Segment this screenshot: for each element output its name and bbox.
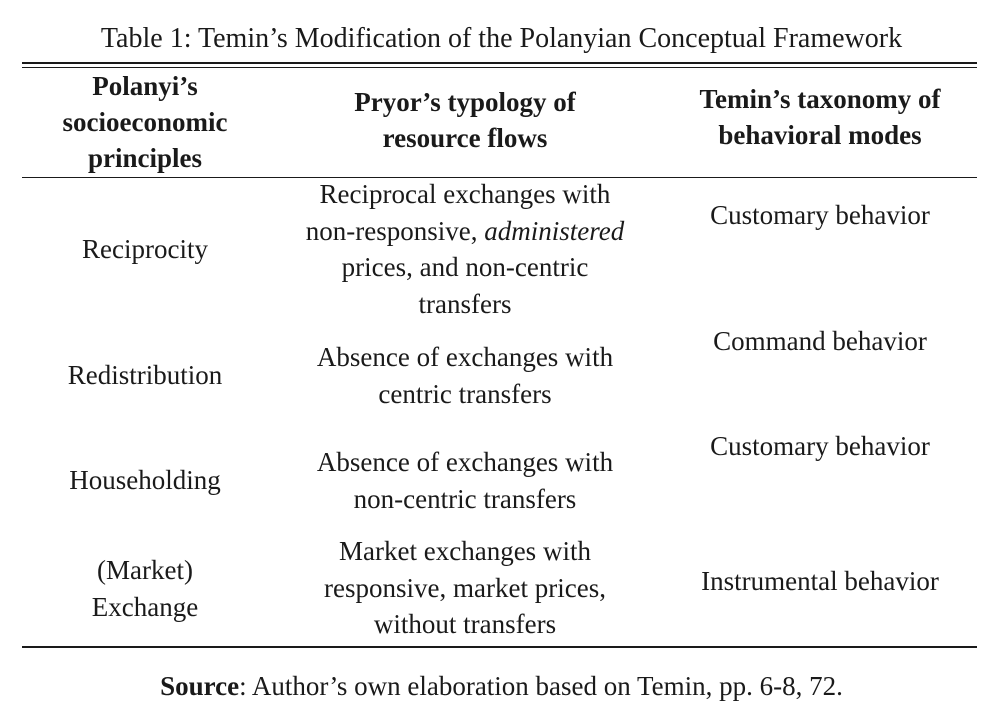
- header-temin-line: behavioral modes: [718, 120, 922, 150]
- source-label: Source: [160, 671, 240, 701]
- flow-reciprocity: Reciprocal exchanges with non-responsive…: [275, 176, 655, 322]
- header-pryor-line: resource flows: [382, 123, 548, 153]
- behavior-label: Instrumental behavior: [701, 566, 939, 596]
- flow-line: prices, and non-centric: [341, 252, 589, 282]
- behavior-exchange: Instrumental behavior: [665, 563, 975, 600]
- header-rule: [22, 177, 977, 178]
- flow-text: non-responsive,: [305, 215, 485, 246]
- table-caption: Table 1: Temin’s Modification of the Pol…: [100, 23, 903, 54]
- flow-householding: Absence of exchanges with non-centric tr…: [275, 444, 655, 517]
- behavior-reciprocity: Customary behavior: [665, 197, 975, 234]
- principle-reciprocity: Reciprocity: [30, 231, 260, 268]
- flow-exchange: Market exchanges with responsive, market…: [275, 533, 655, 643]
- behavior-label: Command behavior: [713, 326, 927, 356]
- header-pryor-line: Pryor’s typology of: [354, 87, 576, 117]
- principle-label: Redistribution: [67, 360, 223, 390]
- flow-emphasis: administered: [484, 215, 625, 246]
- bottom-rule: [22, 646, 977, 648]
- top-rule: [22, 62, 977, 64]
- header-polanyi-line: socioeconomic: [62, 107, 228, 137]
- flow-line: Absence of exchanges with: [316, 342, 614, 372]
- flow-line: Market exchanges with: [339, 536, 591, 566]
- header-polanyi-line: principles: [87, 143, 202, 173]
- behavior-householding: Customary behavior: [665, 428, 975, 465]
- header-temin: Temin’s taxonomy of behavioral modes: [665, 81, 975, 153]
- header-temin-line: Temin’s taxonomy of: [699, 84, 941, 114]
- behavior-label: Customary behavior: [710, 431, 930, 461]
- flow-line: Reciprocal exchanges with: [319, 179, 611, 209]
- principle-householding: Householding: [30, 462, 260, 499]
- principle-redistribution: Redistribution: [30, 357, 260, 394]
- flow-redistribution: Absence of exchanges with centric transf…: [275, 339, 655, 412]
- principle-label: Householding: [69, 465, 221, 495]
- behavior-redistribution: Command behavior: [665, 323, 975, 360]
- flow-line: without transfers: [373, 609, 557, 639]
- flow-line: centric transfers: [378, 378, 552, 409]
- source-text: : Author’s own elaboration based on Temi…: [239, 671, 843, 701]
- header-pryor: Pryor’s typology of resource flows: [275, 84, 655, 156]
- principle-label: (Market): [97, 555, 193, 585]
- flow-line: Absence of exchanges with: [316, 447, 614, 477]
- behavior-label: Customary behavior: [710, 200, 930, 230]
- principle-label: Exchange: [91, 591, 199, 622]
- flow-line: responsive, market prices,: [324, 572, 606, 603]
- source-note: Source: Author’s own elaboration based o…: [0, 669, 1003, 703]
- top-rule-inner: [22, 67, 977, 68]
- flow-line: transfers: [418, 288, 512, 319]
- header-polanyi-line: Polanyi’s: [92, 71, 198, 101]
- flow-line: non-centric transfers: [353, 483, 577, 514]
- principle-exchange: (Market) Exchange: [30, 552, 260, 625]
- flow-line: non-responsive, administered: [275, 213, 655, 250]
- principle-label: Reciprocity: [82, 234, 208, 264]
- header-polanyi: Polanyi’s socioeconomic principles: [30, 68, 260, 176]
